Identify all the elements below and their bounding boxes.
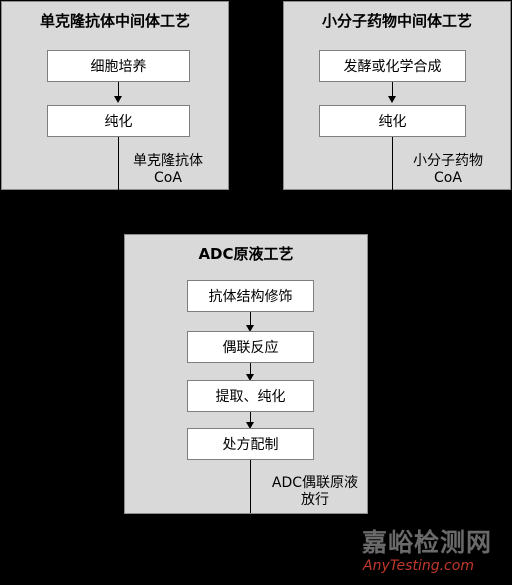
adc-arrow-2-icon [246,374,254,381]
adc-connector-2 [250,363,251,375]
small-molecule-output-line [392,137,393,190]
adc-step-formulation: 处方配制 [187,428,314,460]
adc-step-extraction-purification: 提取、纯化 [187,380,314,412]
adc-output-line2: 放行 [301,492,329,508]
antibody-process-panel: 单克隆抗体中间体工艺 细胞培养 纯化 单克隆抗体 CoA [1,1,229,190]
adc-connector-1 [250,312,251,325]
adc-panel-title: ADC原液工艺 [198,245,294,263]
antibody-panel-title: 单克隆抗体中间体工艺 [39,12,190,30]
small-molecule-process-panel: 小分子药物中间体工艺 发酵或化学合成 纯化 小分子药物 CoA [283,1,511,190]
adc-step-conjugation: 偶联反应 [187,331,314,363]
small-molecule-output-line2: CoA [434,170,462,186]
antibody-output-line2: CoA [154,170,182,186]
small-molecule-step-synthesis: 发酵或化学合成 [319,50,466,82]
adc-step-antibody-modification: 抗体结构修饰 [187,280,314,312]
adc-arrow-3-icon [246,422,254,429]
antibody-output-line1: 单克隆抗体 [133,153,203,169]
antibody-step-purification: 纯化 [47,105,190,137]
watermark-site-name: 嘉峪检测网 [362,528,493,557]
adc-output-line1: ADC偶联原液 [271,475,359,491]
antibody-connector [118,82,119,96]
small-molecule-output-line1: 小分子药物 [413,153,483,169]
antibody-output-label: 单克隆抗体 CoA [124,153,212,187]
small-molecule-arrow-icon [388,96,396,103]
watermark-site-url: AnyTesting.com [363,558,474,574]
small-molecule-step-purification: 纯化 [319,105,466,137]
adc-output-label: ADC偶联原液 放行 [263,475,367,509]
adc-process-panel: ADC原液工艺 抗体结构修饰 偶联反应 提取、纯化 处方配制 ADC偶联原液 放… [124,234,368,514]
adc-output-line [250,460,251,513]
small-molecule-panel-title: 小分子药物中间体工艺 [321,12,472,30]
adc-arrow-1-icon [246,325,254,332]
small-molecule-output-label: 小分子药物 CoA [400,153,496,187]
antibody-output-line [118,137,119,190]
antibody-arrow-icon [114,96,122,103]
small-molecule-connector [392,82,393,96]
adc-connector-3 [250,412,251,424]
antibody-step-cell-culture: 细胞培养 [47,50,190,82]
